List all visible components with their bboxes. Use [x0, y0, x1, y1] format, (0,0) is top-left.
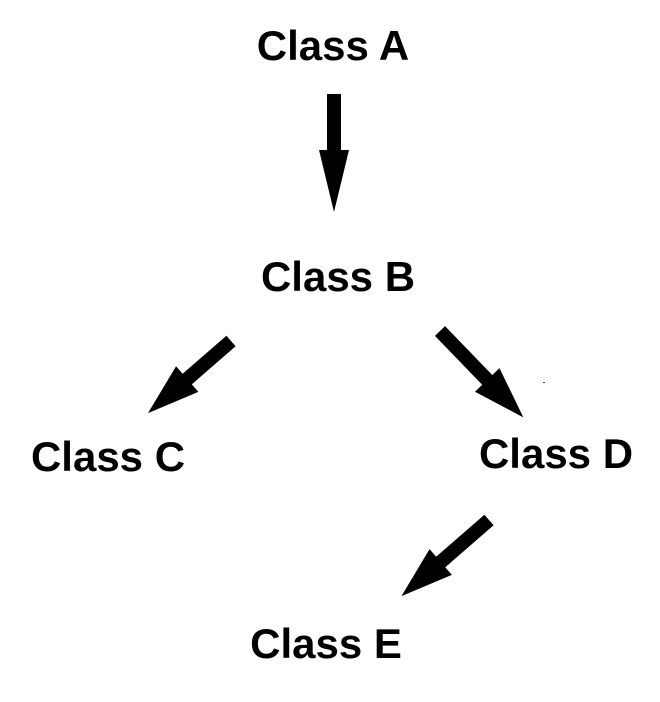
node-class-d: Class D: [478, 430, 634, 477]
node-class-e: Class E: [250, 620, 402, 667]
arrow-b-to-d: [434, 326, 524, 418]
node-class-a: Class A: [256, 22, 410, 69]
node-class-b: Class B: [260, 253, 416, 300]
arrow-a-to-b: [319, 94, 349, 212]
arrow-d-to-e: [401, 514, 494, 597]
arrow-b-to-c: [147, 335, 236, 414]
stray-mark: [543, 382, 545, 383]
node-class-c: Class C: [30, 433, 186, 480]
